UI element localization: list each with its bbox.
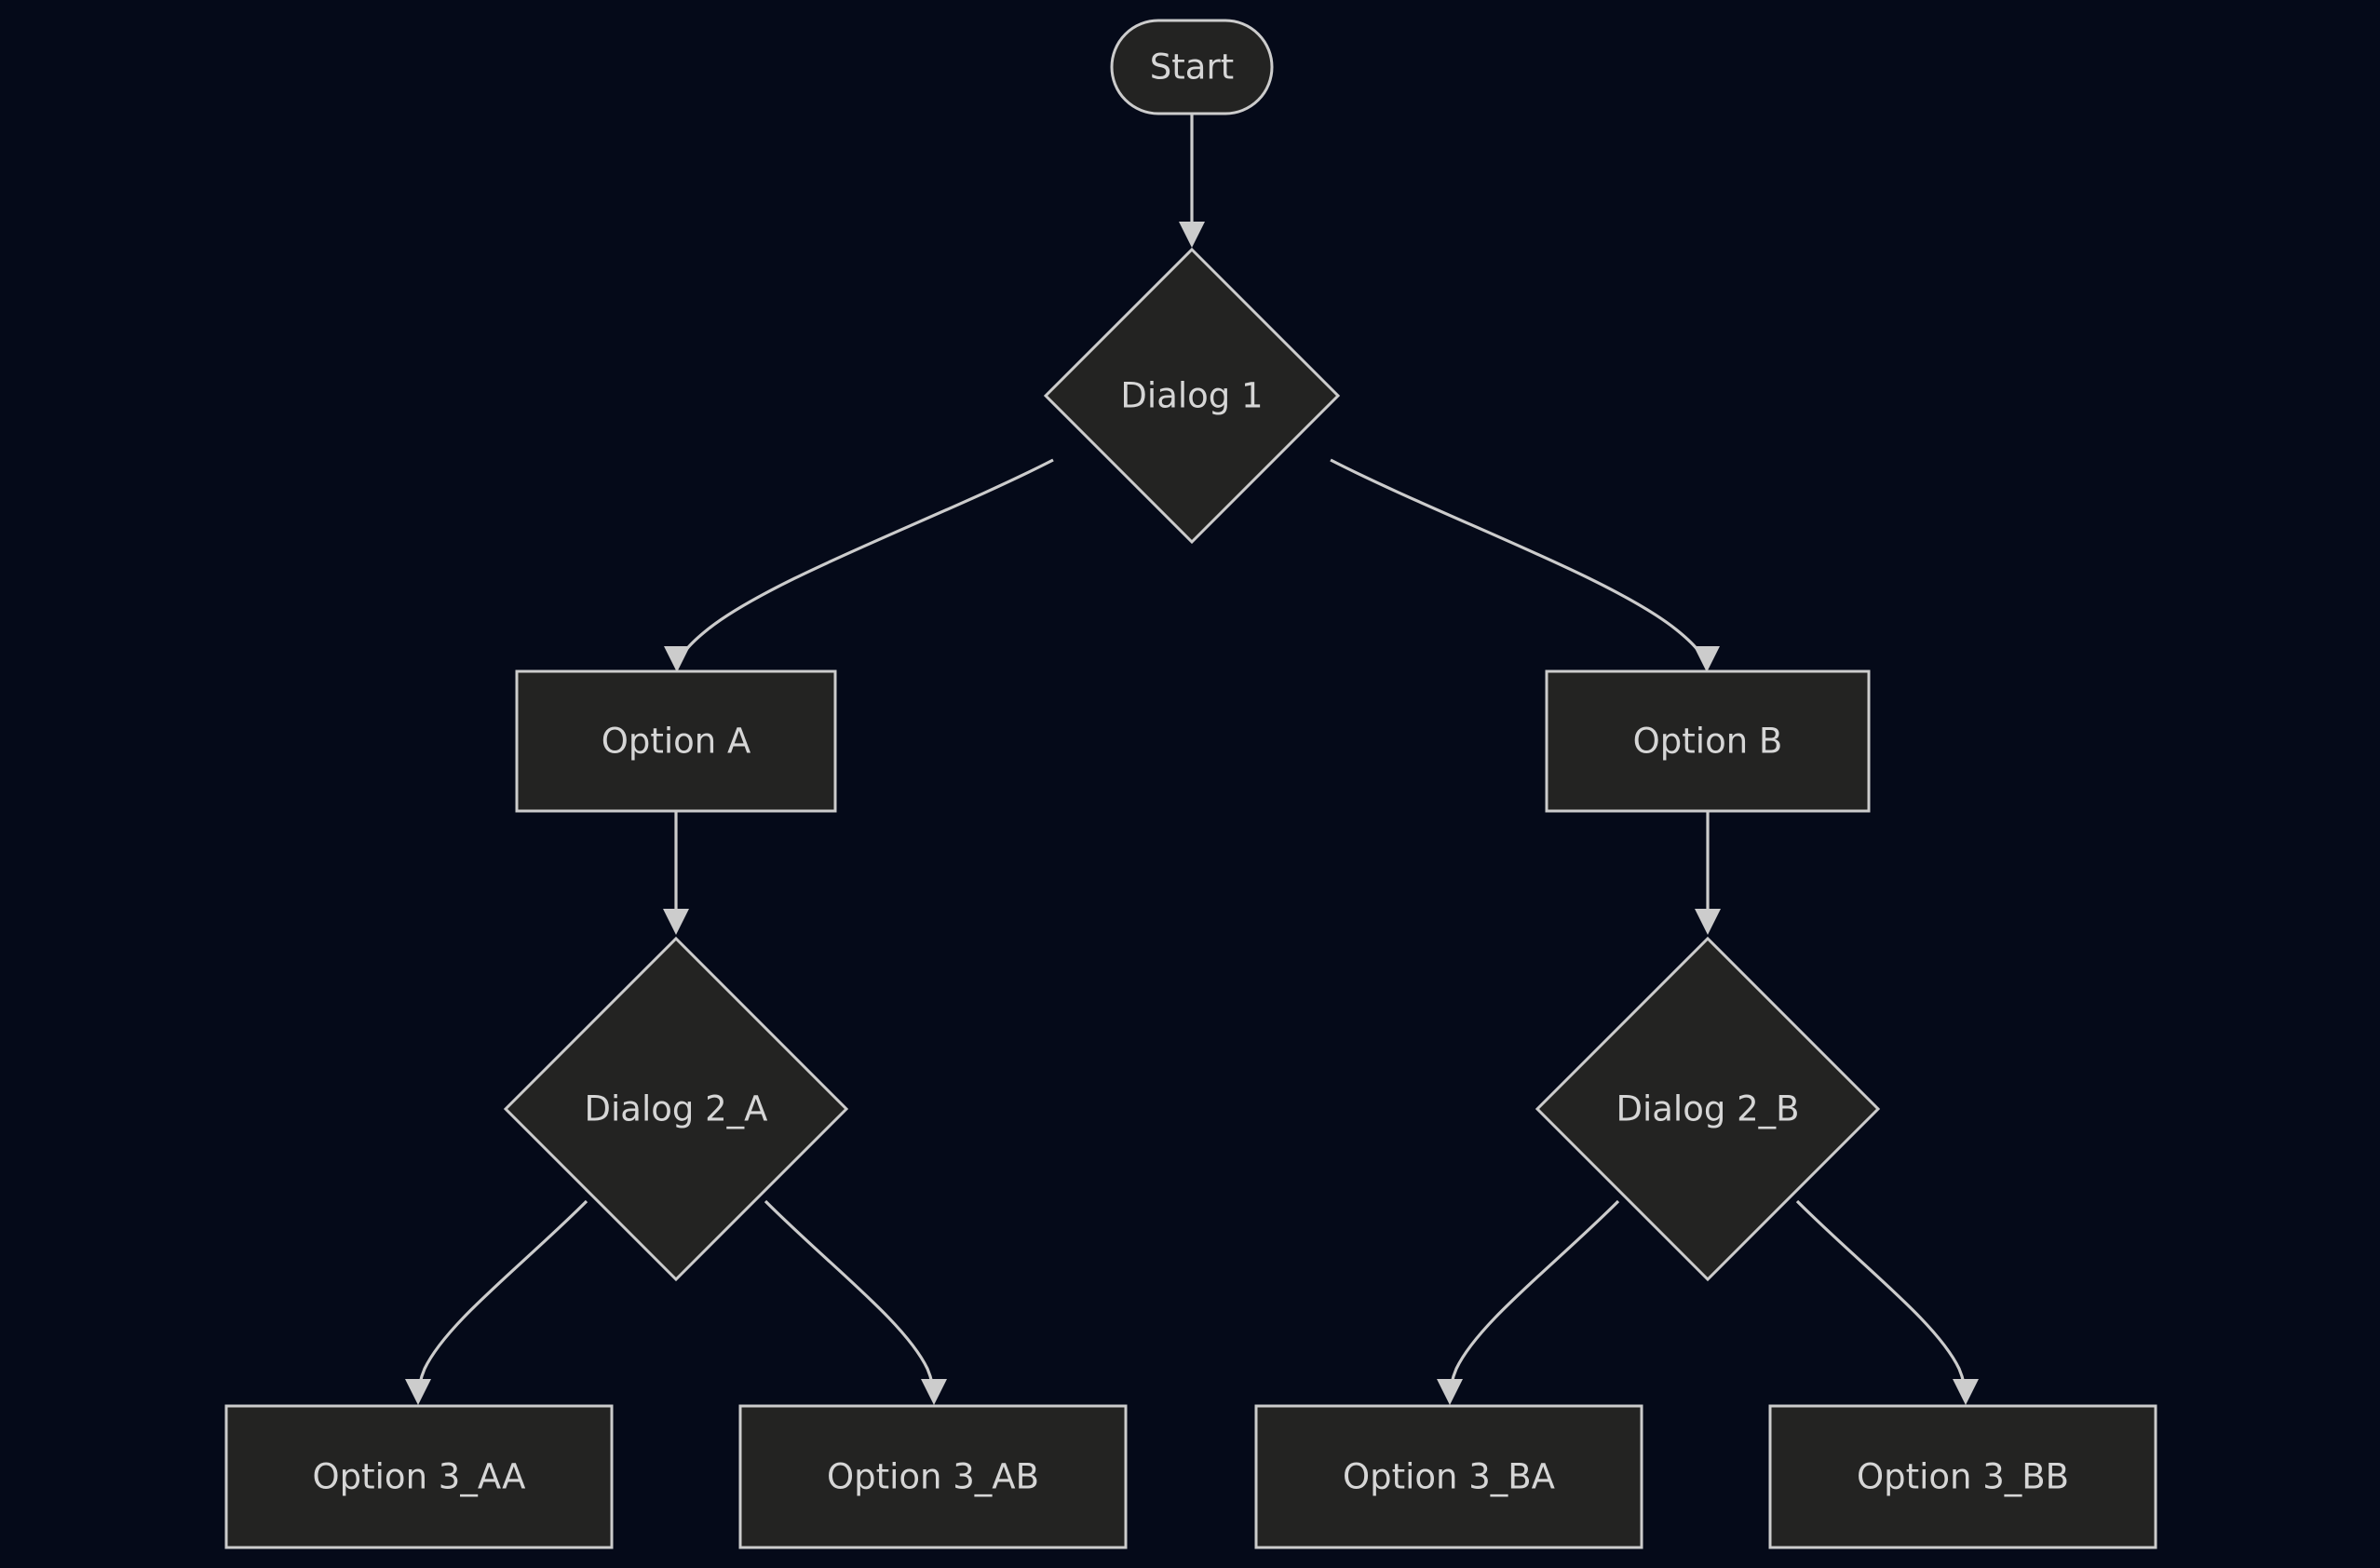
edge-line [764,1199,936,1400]
node-optionB[interactable]: Option B [1545,669,1871,813]
node-dialog1[interactable]: Dialog 1 [1043,247,1341,545]
edge-dialog2B-to-option3BB [1795,1199,1979,1405]
node-label-option3AA: Option 3_AA [313,1457,526,1497]
edge-dialog2A-to-option3AA [405,1199,588,1405]
decision-diamond-shape[interactable] [1535,936,1881,1282]
arrow-head-icon [405,1379,431,1405]
edge-line [1795,1199,1968,1400]
decision-diamond-shape[interactable] [503,936,849,1282]
node-label-option3BB: Option 3_BB [1857,1457,2069,1497]
node-label-dialog2A: Dialog 2_A [585,1089,768,1129]
node-label-optionA: Option A [602,722,751,762]
edge-dialog2B-to-option3BA [1437,1199,1620,1405]
node-label-dialog2B: Dialog 2_B [1616,1089,1799,1129]
arrow-head-icon [921,1379,947,1405]
edge-line [416,1199,588,1400]
node-optionA[interactable]: Option A [515,669,837,813]
process-rect-shape[interactable] [1768,1404,2157,1549]
node-label-optionB: Option B [1633,722,1783,762]
arrow-head-icon [1694,646,1720,672]
arrow-head-icon [1179,222,1205,248]
arrow-head-icon [1953,1379,1979,1405]
node-option3AA[interactable]: Option 3_AA [224,1404,614,1549]
edge-dialog1-to-optionA [664,458,1054,672]
arrow-head-icon [663,909,689,935]
edge-line [675,458,1054,668]
decision-diamond-shape[interactable] [1043,247,1341,545]
stadium-shape[interactable] [1110,19,1274,115]
node-dialog2B[interactable]: Dialog 2_B [1535,936,1881,1282]
arrow-head-icon [1437,1379,1463,1405]
edge-line [1448,1199,1620,1400]
process-rect-shape[interactable] [1545,669,1871,813]
edges-layer [405,114,1979,1405]
node-label-option3BA: Option 3_BA [1343,1457,1555,1497]
node-option3BA[interactable]: Option 3_BA [1254,1404,1643,1549]
edge-line [1330,458,1709,668]
node-start[interactable]: Start [1110,19,1274,115]
arrow-head-icon [1695,909,1721,935]
edge-optionA-to-dialog2A [663,811,689,935]
process-rect-shape[interactable] [224,1404,614,1549]
node-label-dialog1: Dialog 1 [1120,376,1263,416]
process-rect-shape[interactable] [515,669,837,813]
edge-dialog1-to-optionB [1330,458,1720,672]
node-label-option3AB: Option 3_AB [827,1457,1039,1497]
process-rect-shape[interactable] [1254,1404,1643,1549]
arrow-head-icon [664,646,690,672]
node-option3AB[interactable]: Option 3_AB [738,1404,1128,1549]
node-dialog2A[interactable]: Dialog 2_A [503,936,849,1282]
edge-dialog2A-to-option3AB [764,1199,947,1405]
process-rect-shape[interactable] [738,1404,1128,1549]
node-label-start: Start [1150,47,1234,88]
edge-optionB-to-dialog2B [1695,811,1721,935]
node-option3BB[interactable]: Option 3_BB [1768,1404,2157,1549]
edge-start-to-dialog1 [1179,114,1205,248]
